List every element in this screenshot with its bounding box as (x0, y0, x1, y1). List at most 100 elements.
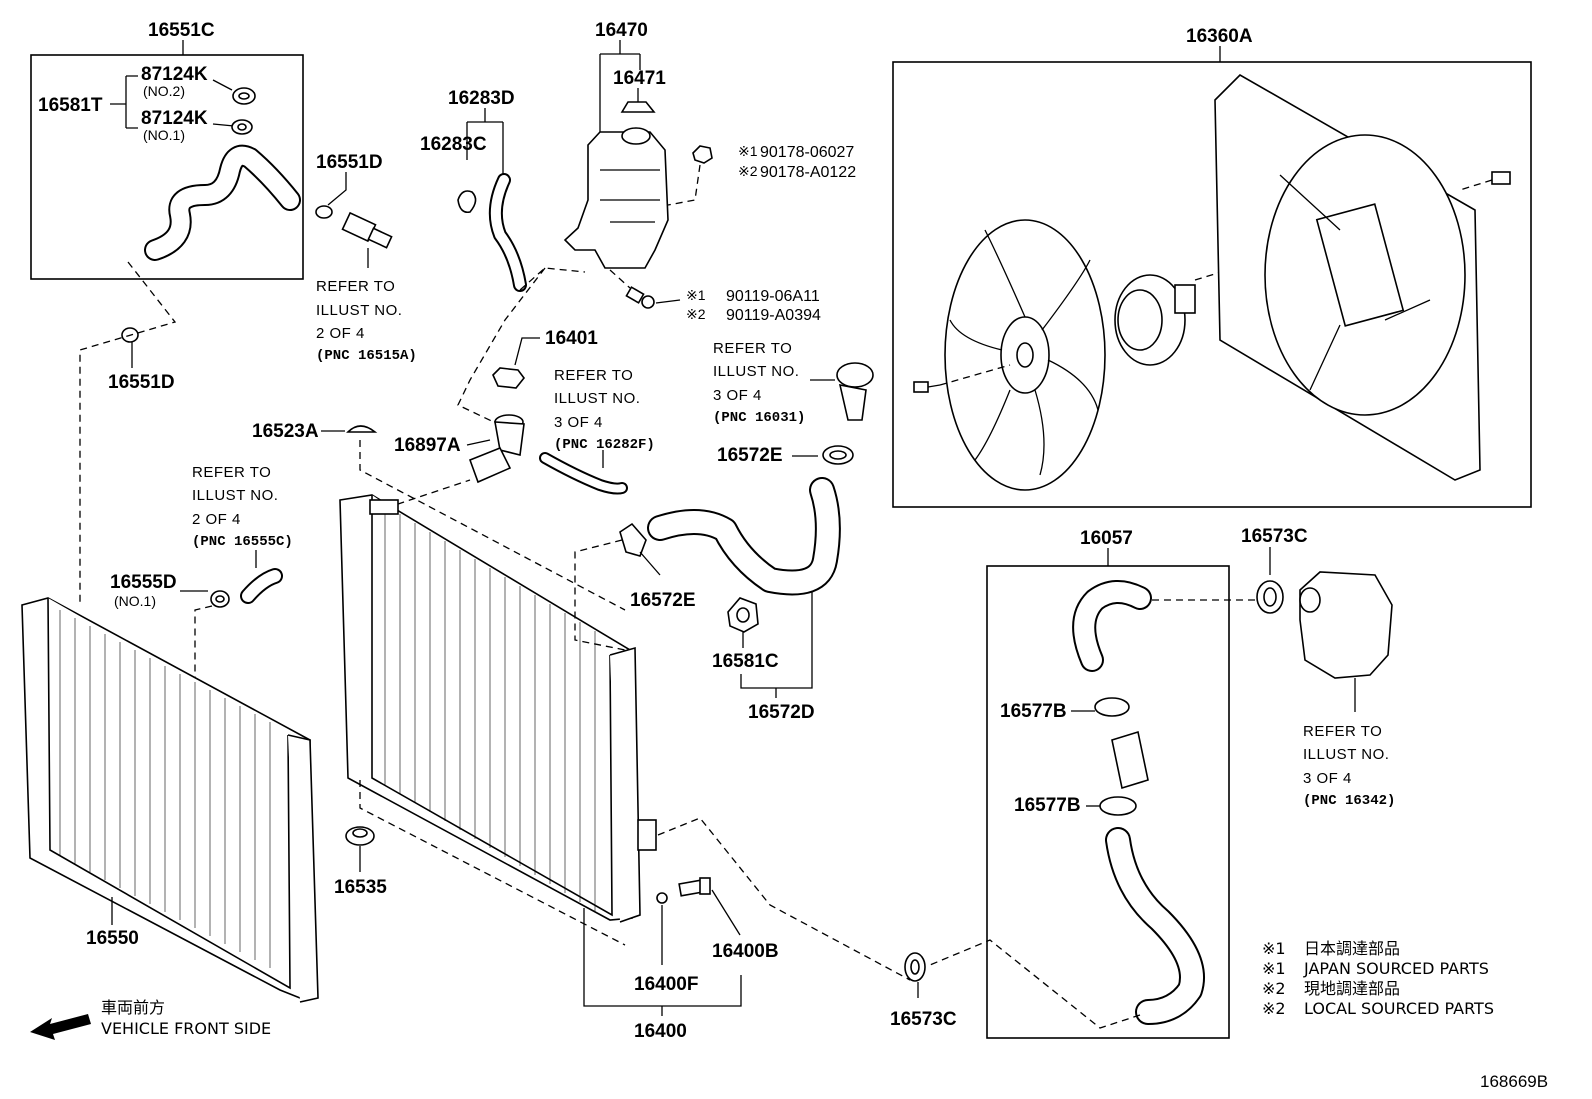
svg-text:ILLUST NO.: ILLUST NO. (713, 363, 799, 380)
hose-16282F[interactable] (539, 452, 628, 495)
label-90119-A0394[interactable]: 90119-A0394 (726, 307, 821, 324)
label-16577B-top[interactable]: 16577B (1000, 701, 1067, 722)
label-16577B-bottom[interactable]: 16577B (1014, 795, 1081, 816)
fan-motor[interactable] (1114, 274, 1196, 366)
fan-blade[interactable] (944, 219, 1106, 491)
hose-16551C[interactable] (144, 144, 301, 261)
hose-kit-box (30, 54, 304, 280)
svg-text:(PNC 16031): (PNC 16031) (713, 410, 805, 426)
clamp-87124K-no1[interactable] (231, 119, 253, 135)
label-16581C[interactable]: 16581C (712, 651, 779, 672)
label-16400B[interactable]: 16400B (712, 941, 779, 962)
label-16551C[interactable]: 16551C (148, 20, 215, 41)
svg-text:REFER TO: REFER TO (316, 278, 395, 295)
ref-note-1: REFER TO ILLUST NO. 2 OF 4 (PNC 16515A) (316, 278, 417, 364)
hose-16572D[interactable] (647, 477, 841, 596)
svg-text:REFER TO: REFER TO (192, 464, 271, 481)
label-90178-06027[interactable]: 90178-06027 (760, 144, 854, 161)
label-16555D[interactable]: 16555D (110, 572, 177, 593)
drain-plug-16400B[interactable] (678, 877, 711, 897)
label-16897A[interactable]: 16897A (394, 435, 461, 456)
label-16550[interactable]: 16550 (86, 928, 139, 949)
label-16555D-sub: (NO.1) (114, 593, 156, 609)
mount-16535[interactable] (345, 826, 375, 846)
clamp-16572E-bottom[interactable] (619, 522, 647, 557)
svg-text:ILLUST NO.: ILLUST NO. (1303, 746, 1389, 763)
radiator-16400[interactable] (339, 494, 657, 923)
seal-16581C[interactable] (727, 597, 759, 633)
ref-note-4: REFER TO ILLUST NO. 2 OF 4 (PNC 16555C) (192, 464, 293, 550)
label-16400[interactable]: 16400 (634, 1021, 687, 1042)
sourcing-legend: ※1 日本調達部品 ※1 JAPAN SOURCED PARTS ※2 現地調達… (1262, 939, 1494, 1018)
label-16581T[interactable]: 16581T (38, 95, 103, 116)
svg-text:REFER TO: REFER TO (554, 367, 633, 384)
label-16523A[interactable]: 16523A (252, 421, 319, 442)
clamp-16573C-bottom[interactable] (904, 952, 926, 982)
hose-16057-lower[interactable] (1105, 827, 1205, 1025)
clamp-16577B-top[interactable] (1094, 697, 1130, 717)
label-16360A[interactable]: 16360A (1186, 26, 1253, 47)
label-16283C[interactable]: 16283C (420, 134, 487, 155)
label-16283D[interactable]: 16283D (448, 88, 515, 109)
label-87124K-no2[interactable]: 87124K (141, 64, 208, 85)
svg-text:3 OF 4: 3 OF 4 (554, 414, 603, 431)
hose-16283D[interactable] (488, 173, 527, 292)
label-16551D-bottom[interactable]: 16551D (108, 372, 175, 393)
mark-b1: ※1 (738, 143, 758, 159)
svg-text:3 OF 4: 3 OF 4 (713, 387, 762, 404)
label-16470[interactable]: 16470 (595, 20, 648, 41)
clamp-87124K-no2[interactable] (232, 87, 256, 105)
bolt-90178[interactable] (692, 145, 713, 164)
label-16572E-bottom[interactable]: 16572E (630, 590, 696, 611)
svg-text:JAPAN SOURCED PARTS: JAPAN SOURCED PARTS (1303, 959, 1489, 978)
label-16400F[interactable]: 16400F (634, 974, 698, 995)
svg-text:2 OF 4: 2 OF 4 (192, 511, 241, 528)
cap-16523A[interactable] (346, 425, 378, 433)
hose-16057-upper[interactable] (1072, 580, 1152, 672)
label-16572D[interactable]: 16572D (748, 702, 815, 723)
clamp-16577B-bottom[interactable] (1099, 796, 1137, 816)
mark-b2: ※2 (738, 163, 758, 179)
svg-text:(PNC 16342): (PNC 16342) (1303, 793, 1395, 809)
clamp-16283C[interactable] (457, 190, 477, 214)
svg-text:(PNC 16555C): (PNC 16555C) (192, 534, 293, 550)
water-inlet-16342[interactable] (1299, 571, 1393, 679)
svg-text:LOCAL SOURCED PARTS: LOCAL SOURCED PARTS (1304, 999, 1494, 1018)
reservoir-tank-16470[interactable] (563, 127, 669, 269)
outlet-16031[interactable] (836, 362, 874, 421)
cap-16471[interactable] (620, 101, 656, 113)
clip-16551D-top[interactable] (315, 205, 333, 219)
front-arrow-icon (30, 1014, 91, 1040)
screw-shroud[interactable] (1491, 171, 1511, 185)
label-87124K-no1-sub: (NO.1) (143, 127, 185, 143)
joint-pipe[interactable] (1111, 730, 1149, 790)
label-16471[interactable]: 16471 (613, 68, 666, 89)
condenser-16550[interactable] (21, 597, 319, 1003)
svg-text:※1: ※1 (1262, 939, 1286, 958)
label-90119-06A11[interactable]: 90119-06A11 (726, 288, 820, 305)
label-87124K-no1[interactable]: 87124K (141, 108, 208, 129)
valve-fitting[interactable] (341, 211, 393, 249)
bolt-90119[interactable] (625, 286, 655, 309)
label-16573C-top[interactable]: 16573C (1241, 526, 1308, 547)
screw-fan[interactable] (913, 381, 941, 393)
hose-16555C[interactable] (240, 568, 283, 604)
fitting-16897A[interactable] (468, 414, 525, 484)
clamp-16573C-top[interactable] (1256, 580, 1284, 614)
label-16572E-top[interactable]: 16572E (717, 445, 783, 466)
label-90178-A0122[interactable]: 90178-A0122 (760, 164, 856, 181)
label-16535[interactable]: 16535 (334, 877, 387, 898)
label-16573C-bottom[interactable]: 16573C (890, 1009, 957, 1030)
label-16057[interactable]: 16057 (1080, 528, 1133, 549)
oring-16400F[interactable] (656, 892, 668, 904)
label-16401[interactable]: 16401 (545, 328, 598, 349)
svg-text:(PNC 16282F): (PNC 16282F) (554, 437, 655, 453)
label-16551D-top[interactable]: 16551D (316, 152, 383, 173)
svg-text:REFER TO: REFER TO (713, 340, 792, 357)
clamp-16555D[interactable] (210, 590, 230, 608)
clamp-16401[interactable] (492, 367, 526, 389)
illustration-id: 168669B (1480, 1072, 1548, 1091)
clamp-16572E-top[interactable] (822, 445, 854, 465)
svg-text:ILLUST NO.: ILLUST NO. (316, 302, 402, 319)
fan-shroud[interactable] (1214, 74, 1481, 481)
